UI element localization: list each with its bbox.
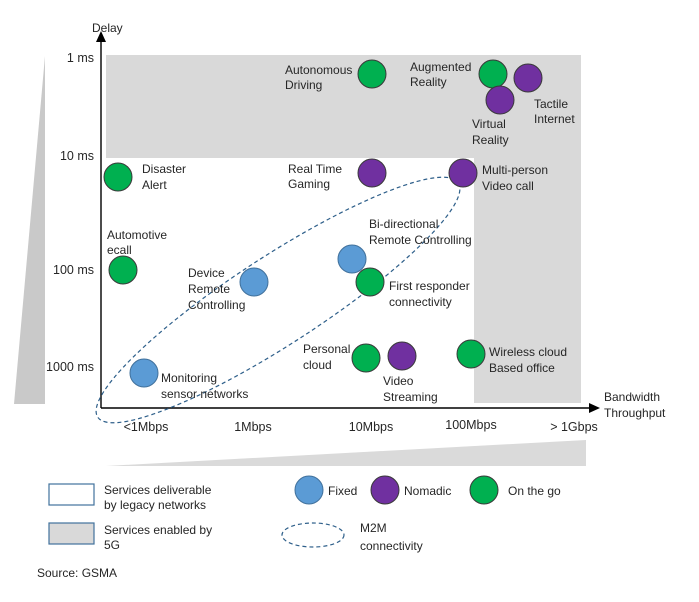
service-label: Monitoring [161, 371, 217, 385]
legend-5g-swatch [48, 522, 95, 545]
y-tick-label: 1000 ms [46, 360, 94, 374]
legend-fixed-swatch [294, 475, 324, 505]
legend-on-the-go-label: On the go [508, 484, 561, 498]
legend-nomadic-label: Nomadic [404, 484, 451, 498]
service-label: Driving [285, 78, 322, 92]
service-labels: Autonomous Driving Augmented Reality Tac… [107, 60, 575, 404]
service-label: Augmented [410, 60, 471, 74]
x-tick-label: 100Mbps [445, 418, 496, 432]
legend-legacy-swatch [48, 483, 95, 506]
legend-legacy-label: Services deliverable [104, 483, 212, 497]
x-axis-title-line2: Throughput [604, 406, 666, 420]
x-tick-label: 10Mbps [349, 420, 393, 434]
service-bubble-device-remote-controlling [239, 267, 269, 297]
service-label: Personal [303, 342, 350, 356]
y-tick-label: 1 ms [67, 51, 94, 65]
service-bubble-disaster-alert [103, 162, 133, 192]
x-axis-arrow-icon [589, 403, 600, 413]
service-label: sensor networks [161, 387, 248, 401]
service-label: Reality [410, 75, 447, 89]
x-axis-title-line1: Bandwidth [604, 390, 660, 404]
service-bubble-video-streaming [387, 341, 417, 371]
service-label: connectivity [389, 295, 452, 309]
legend-on-the-go-swatch [469, 475, 499, 505]
legend-m2m-label: connectivity [360, 539, 423, 553]
legend: Services deliverable by legacy networks … [48, 475, 561, 553]
x-tick-label: 1Mbps [234, 420, 272, 434]
service-label: Internet [534, 112, 575, 126]
service-label: Based office [489, 361, 555, 375]
service-label: Video call [482, 179, 534, 193]
y-axis-perspective-wedge [14, 56, 45, 404]
service-bubble-personal-cloud [351, 343, 381, 373]
service-bubble-first-responder-connectivity [355, 267, 385, 297]
legend-fixed-label: Fixed [328, 484, 357, 498]
service-label: Wireless cloud [489, 345, 567, 359]
x-tick-label: <1Mbps [124, 420, 169, 434]
legend-m2m-label: M2M [360, 521, 387, 535]
service-bubble-virtual-reality [485, 85, 515, 115]
service-label: Bi-directional [369, 217, 438, 231]
service-label: Real Time [288, 162, 342, 176]
service-label: Video [383, 374, 414, 388]
service-bubble-multi-person-video-call [448, 158, 478, 188]
y-tick-label: 100 ms [53, 263, 94, 277]
service-label: Device [188, 266, 225, 280]
service-label: Tactile [534, 97, 568, 111]
legend-legacy-label: by legacy networks [104, 498, 206, 512]
service-label: cloud [303, 358, 332, 372]
x-axis-perspective-wedge [106, 440, 586, 466]
service-label: Remote Controlling [369, 233, 472, 247]
service-label: Reality [472, 133, 509, 147]
service-bubble-monitoring-sensor-networks [129, 358, 159, 388]
legend-5g-label: 5G [104, 538, 120, 552]
service-label: First responder [389, 279, 470, 293]
service-bubble-automotive-ecall [108, 255, 138, 285]
service-bubble-tactile-internet [513, 63, 543, 93]
legend-m2m-swatch [281, 522, 345, 548]
service-bubble-real-time-gaming [357, 158, 387, 188]
axes [96, 31, 600, 413]
legend-5g-label: Services enabled by [104, 523, 212, 537]
fiveg-region-high-bandwidth [474, 158, 581, 403]
service-bubble-wireless-cloud-based-office [456, 339, 486, 369]
service-bubble-augmented-reality [478, 59, 508, 89]
service-bubble-autonomous-driving [357, 59, 387, 89]
service-label: ecall [107, 243, 132, 257]
service-label: Multi-person [482, 163, 548, 177]
x-tick-label: > 1Gbps [550, 420, 598, 434]
service-label: Remote [188, 282, 230, 296]
source-note: Source: GSMA [37, 566, 117, 580]
y-axis-arrow-icon [96, 31, 106, 42]
service-bubble-bi-directional-remote-controlling [337, 244, 367, 274]
y-tick-label: 10 ms [60, 149, 94, 163]
service-label: Controlling [188, 298, 245, 312]
service-label: Streaming [383, 390, 438, 404]
service-label: Gaming [288, 177, 330, 191]
service-bubbles [103, 59, 543, 388]
service-label: Virtual [472, 117, 506, 131]
service-label: Automotive [107, 228, 167, 242]
service-label: Alert [142, 178, 167, 192]
legend-nomadic-swatch [370, 475, 400, 505]
service-label: Autonomous [285, 63, 352, 77]
y-axis-title: Delay [92, 21, 123, 35]
service-label: Disaster [142, 162, 186, 176]
